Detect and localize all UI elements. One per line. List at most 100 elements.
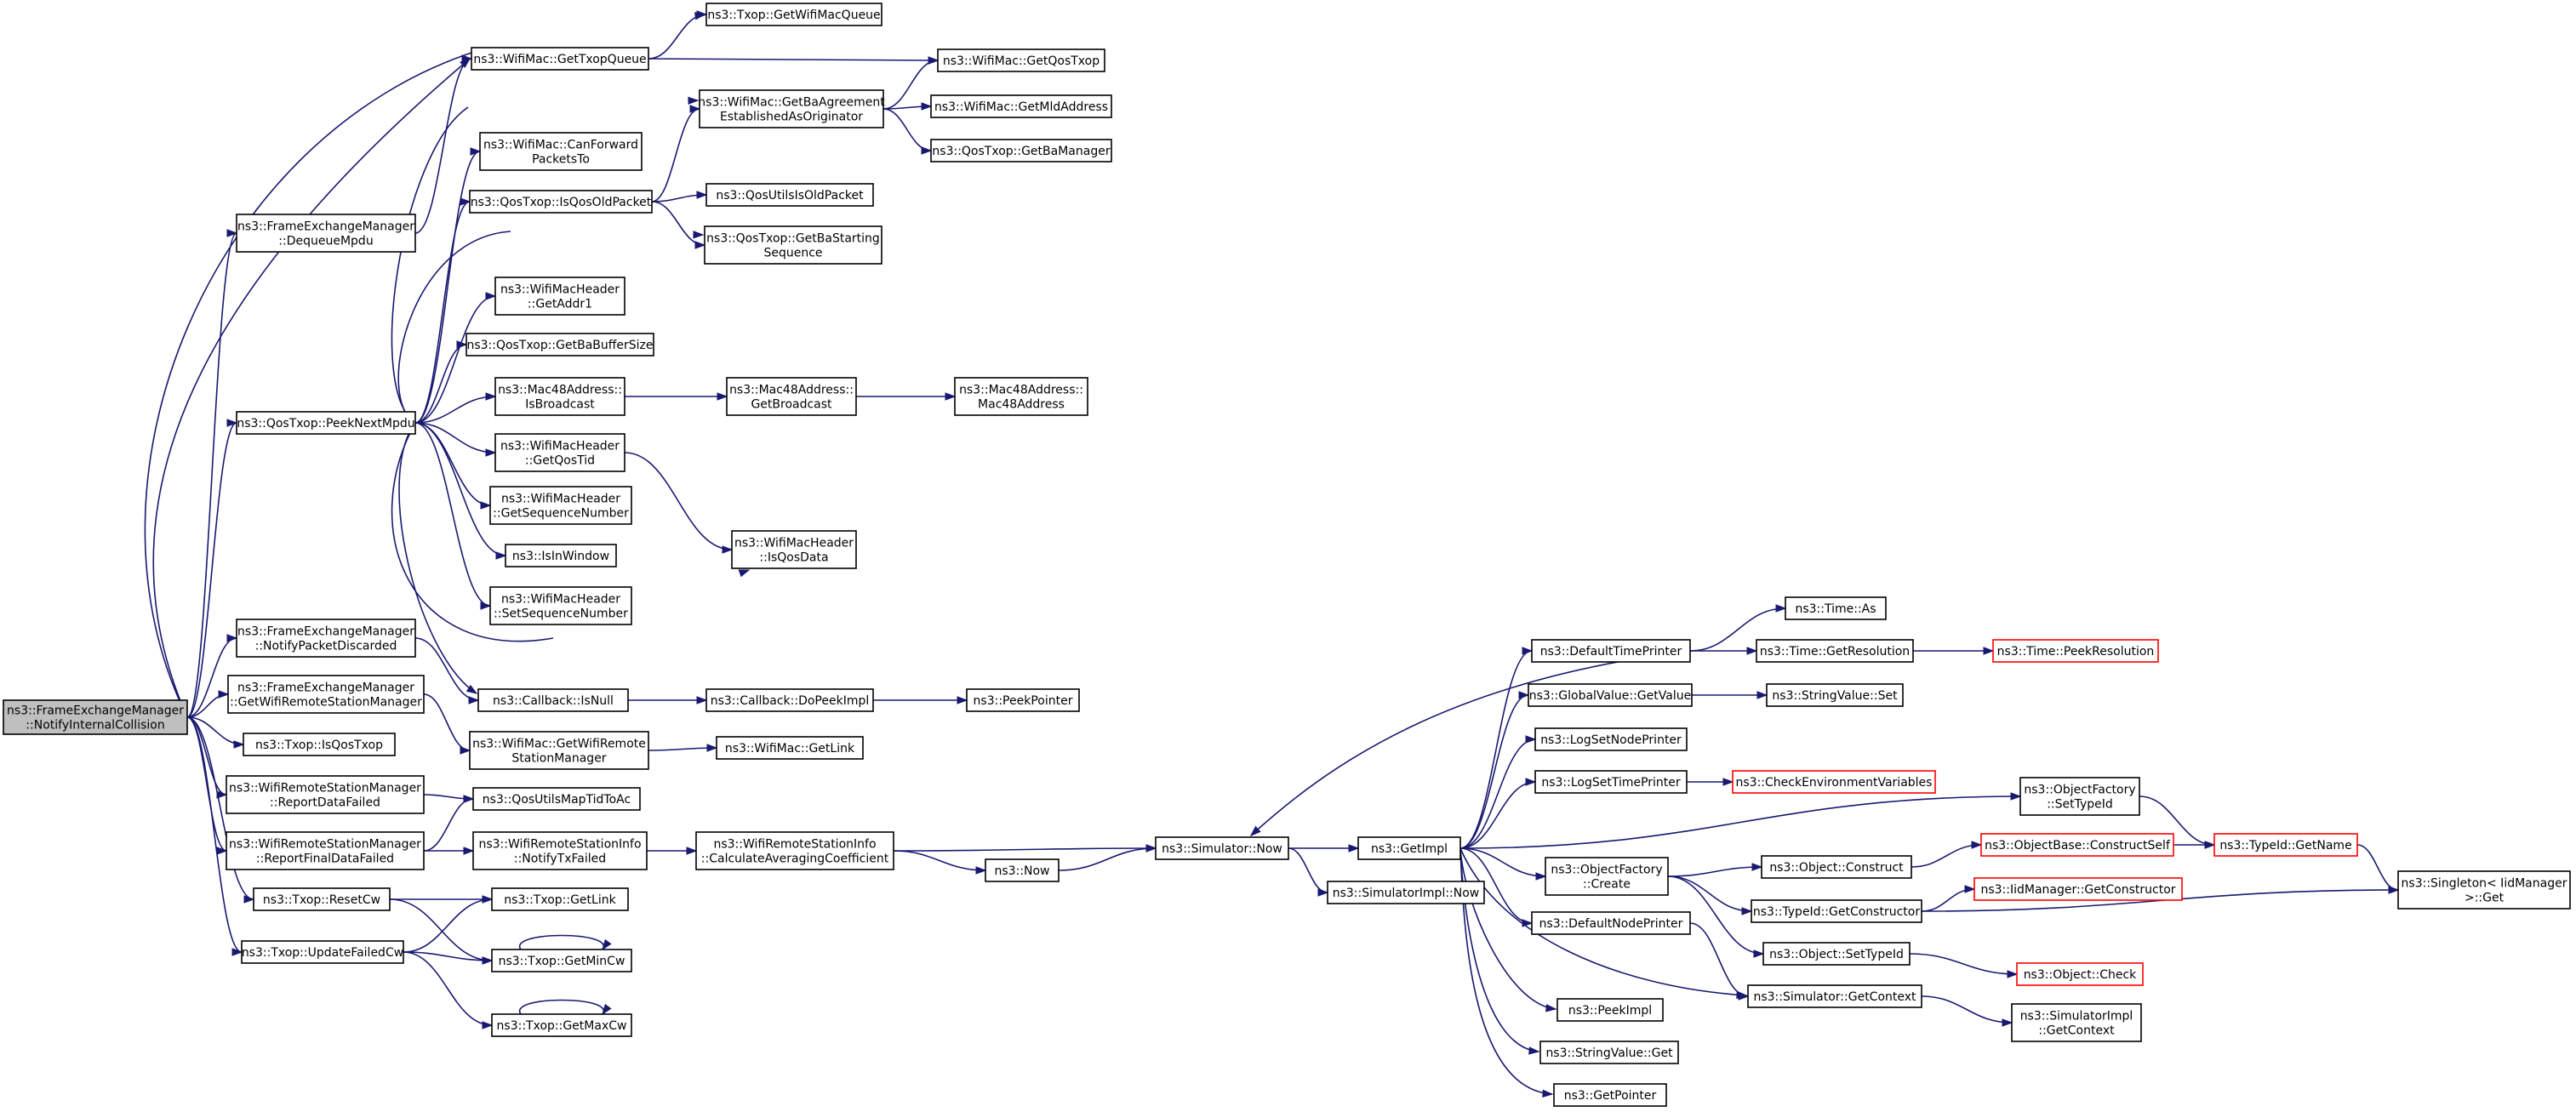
node-now[interactable]: ns3::Now [985,858,1060,882]
node-label: ::GetSequenceNumber [493,507,629,521]
node-checkenvironmentvariables[interactable]: ns3::CheckEnvironmentVariables [1732,770,1936,794]
node-getpointer[interactable]: ns3::GetPointer [1553,1083,1667,1107]
edge-line [893,847,1157,852]
node-wifimac-getmldaddress[interactable]: ns3::WifiMac::GetMldAddress [930,94,1112,118]
node-qostxop-peeknextmpdu[interactable]: ns3::QosTxop::PeekNextMpdu [236,411,416,435]
node-wrsm-reportdatafailed[interactable]: ns3::WifiRemoteStationManager::ReportDat… [226,775,425,814]
node-defaulttimeprinter[interactable]: ns3::DefaultTimePrinter [1531,639,1691,663]
node-label: ns3::QosUtilsMapTidToAc [483,793,631,807]
node-peekimpl[interactable]: ns3::PeekImpl [1556,998,1664,1022]
node-typeid-getconstructor[interactable]: ns3::TypeId::GetConstructor [1751,899,1922,923]
node-qosutilsisoldpacket[interactable]: ns3::QosUtilsIsOldPacket [705,183,874,207]
node-wifimac-gettxopqueue[interactable]: ns3::WifiMac::GetTxopQueue [471,47,649,71]
node-callback-isnull[interactable]: ns3::Callback::IsNull [477,688,629,712]
node-simulator-getcontext[interactable]: ns3::Simulator::GetContext [1747,984,1922,1008]
node-peekpointer[interactable]: ns3::PeekPointer [966,688,1080,712]
edge-getimpl-to-logsettimeprinter [1459,778,1537,849]
node-defaultnodeprinter[interactable]: ns3::DefaultNodePrinter [1531,911,1691,935]
node-wifimac-getqostxop[interactable]: ns3::WifiMac::GetQosTxop [937,48,1105,72]
node-label: ns3::Time::PeekResolution [1997,645,2155,659]
node-root[interactable]: ns3::FrameExchangeManager::NotifyInterna… [3,699,188,735]
node-mac48-getbroadcast[interactable]: ns3::Mac48Address::GetBroadcast [726,377,857,416]
node-txop-isqostxop[interactable]: ns3::Txop::IsQosTxop [243,733,396,756]
node-label: ns3::QosTxop::IsQosOldPacket [471,196,652,209]
node-time-peekresolution[interactable]: ns3::Time::PeekResolution [1992,639,2159,663]
node-isinwindow[interactable]: ns3::IsInWindow [505,544,617,567]
node-box [469,731,649,770]
edge-qostxop-isqosoldpacket-to-qostxop-getbastarting [651,201,706,249]
arrowhead [460,746,471,755]
node-qostxop-isqosoldpacket[interactable]: ns3::QosTxop::IsQosOldPacket [469,190,653,214]
node-fem-dequeuempdu[interactable]: ns3::FrameExchangeManager::DequeueMpdu [236,214,416,253]
arrowhead [226,229,238,237]
node-wrsi-calculateaveraging[interactable]: ns3::WifiRemoteStationInfo::CalculateAve… [695,831,894,870]
node-box [731,530,857,569]
node-txop-getmincw[interactable]: ns3::Txop::GetMinCw [491,949,632,972]
node-wifimacheader-setsequencenumber[interactable]: ns3::WifiMacHeader::SetSequenceNumber [489,586,632,625]
node-singleton-get[interactable]: ns3::Singleton< IidManager >::Get [2397,870,2571,910]
edge-objectfactory-create-to-object-settypeid [1667,875,1765,958]
node-simulatorimpl-now[interactable]: ns3::SimulatorImpl::Now [1327,881,1485,904]
node-objectfactory-create[interactable]: ns3::ObjectFactory::Create [1545,857,1669,896]
edge-line [403,951,493,961]
node-wifimac-getlink[interactable]: ns3::WifiMac::GetLink [716,736,864,760]
node-time-getresolution[interactable]: ns3::Time::GetResolution [1756,639,1914,663]
node-label: ns3::GetPointer [1564,1089,1657,1103]
node-globalvalue-getvalue[interactable]: ns3::GlobalValue::GetValue [1528,683,1693,707]
node-box [236,214,416,253]
node-wifimacheader-isqosdata[interactable]: ns3::WifiMacHeader::IsQosData [731,530,857,569]
arrowhead [602,938,612,951]
node-time-as[interactable]: ns3::Time::As [1785,596,1887,620]
node-txop-getlink[interactable]: ns3::Txop::GetLink [491,887,629,911]
edge-line [144,50,477,718]
node-label: ns3::Txop::GetLink [504,893,616,907]
node-txop-updatefailedcw[interactable]: ns3::Txop::UpdateFailedCw [241,940,404,964]
node-qosutilsmaptidtoac[interactable]: ns3::QosUtilsMapTidToAc [472,787,641,811]
node-qostxop-getbabuffersize[interactable]: ns3::QosTxop::GetBaBufferSize [466,333,654,356]
node-stringvalue-set[interactable]: ns3::StringValue::Set [1766,683,1904,707]
edge-line [423,798,474,852]
edge-line [414,295,496,424]
node-mac48-isbroadcast[interactable]: ns3::Mac48Address::IsBroadcast [494,377,625,416]
edge-line [391,106,469,424]
node-objectbase-constructself[interactable]: ns3::ObjectBase::ConstructSelf [1980,833,2174,857]
node-object-construct[interactable]: ns3::Object::Construct [1761,855,1912,879]
node-label: ns3::WifiRemoteStationInfo [713,838,876,852]
node-objectfactory-settypeid[interactable]: ns3::ObjectFactory::SetTypeId [2019,777,2140,816]
edge-txop-updatefailedcw-to-txop-getlink [403,895,494,953]
node-txop-resetcw[interactable]: ns3::Txop::ResetCw [253,887,391,911]
node-object-settypeid[interactable]: ns3::Object::SetTypeId [1762,942,1911,966]
node-mac48-mac48address[interactable]: ns3::Mac48Address::Mac48Address [954,377,1088,416]
arrowhead [485,392,497,401]
node-getimpl[interactable]: ns3::GetImpl [1357,836,1461,860]
node-object-check[interactable]: ns3::Object::Check [2016,962,2144,986]
arrowhead [694,241,706,249]
node-qostxop-getbamanager[interactable]: ns3::QosTxop::GetBaManager [930,139,1112,163]
edge-wifimac-getbaagreement-to-wifimac-getqostxop [882,56,940,110]
node-logsetnodeprinter[interactable]: ns3::LogSetNodePrinter [1534,727,1688,751]
node-wrsi-notifytxfailed[interactable]: ns3::WifiRemoteStationInfo::NotifyTxFail… [472,831,648,870]
node-fem-getwifiremotestationmanager[interactable]: ns3::FrameExchangeManager::GetWifiRemote… [227,675,425,714]
node-label: ns3::WifiMacHeader [500,283,620,297]
arrowhead [1983,647,1995,655]
node-logsettimeprinter[interactable]: ns3::LogSetTimePrinter [1534,770,1688,794]
node-typeid-getname[interactable]: ns3::TypeId::GetName [2213,833,2358,857]
node-iidmanager-getconstructor[interactable]: ns3::IidManager::GetConstructor [1973,877,2183,901]
node-wifimac-getwifiremote[interactable]: ns3::WifiMac::GetWifiRemoteStationManage… [469,731,649,770]
node-callback-dopeekimpl[interactable]: ns3::Callback::DoPeekImpl [705,688,874,712]
node-txop-getwifimacqueue[interactable]: ns3::Txop::GetWifiMacQueue [705,3,882,26]
edge-fem-dequeuempdu-to-wifimac-gettxopqueue [414,54,473,234]
node-wifimacheader-getqostid[interactable]: ns3::WifiMacHeader::GetQosTid [494,433,625,472]
node-simulator-now[interactable]: ns3::Simulator::Now [1155,836,1289,860]
node-wrsm-reportfinaldatafailed[interactable]: ns3::WifiRemoteStationManager::ReportFin… [226,831,425,870]
node-stringvalue-get[interactable]: ns3::StringValue::Get [1539,1041,1679,1064]
node-wifimacheader-getsequencenumber[interactable]: ns3::WifiMacHeader::GetSequenceNumber [489,486,632,525]
node-fem-notifypacketdiscarded[interactable]: ns3::FrameExchangeManager::NotifyPacketD… [236,619,416,658]
edge-root-to-wifimac-gettxopqueue [152,58,471,718]
node-wifimac-getbaagreement[interactable]: ns3::WifiMac::GetBaAgreementEstablishedA… [698,89,885,128]
node-wifimacheader-getaddr1[interactable]: ns3::WifiMacHeader::GetAddr1 [494,277,625,316]
node-simulatorimpl-getcontext[interactable]: ns3::SimulatorImpl::GetContext [2011,1003,2142,1042]
node-txop-getmaxcw[interactable]: ns3::Txop::GetMaxCw [491,1013,632,1037]
